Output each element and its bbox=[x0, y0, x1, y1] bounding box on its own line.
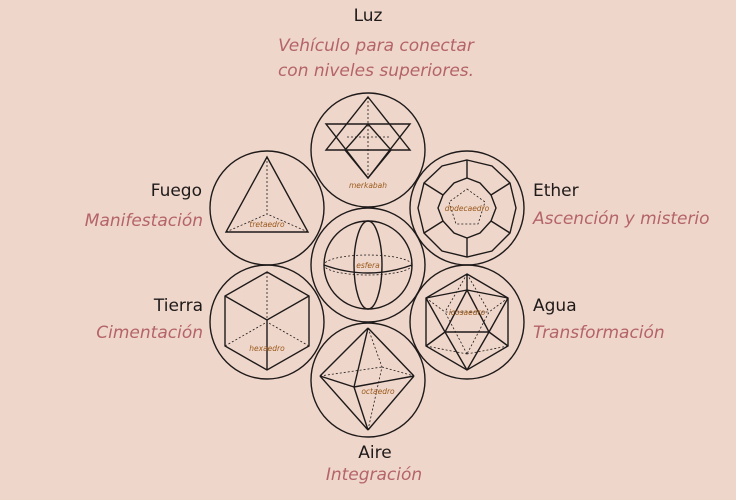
element-name-agua: Agua bbox=[533, 296, 577, 316]
dodecahedron-label: dodecaedro bbox=[445, 204, 490, 213]
tetrahedron-label: tretaedro bbox=[249, 220, 285, 229]
element-name-luz: Luz bbox=[353, 6, 383, 26]
hexahedron-label: hexaedro bbox=[249, 344, 285, 353]
sphere-circle bbox=[310, 207, 426, 323]
element-meaning-fuego: Manifestación bbox=[84, 211, 203, 231]
element-meaning-agua: Transformación bbox=[533, 323, 665, 343]
element-meaning-aire: Integración bbox=[325, 465, 423, 485]
merkabah-label: merkabah bbox=[349, 181, 387, 190]
element-name-aire: Aire bbox=[358, 443, 392, 463]
tetrahedron-circle bbox=[209, 150, 325, 266]
element-meaning-luz-line1: Vehículo para conectar bbox=[278, 36, 474, 56]
element-name-tierra: Tierra bbox=[153, 296, 203, 316]
element-meaning-ether: Ascención y misterio bbox=[533, 209, 710, 229]
element-meaning-tierra: Cimentación bbox=[96, 323, 203, 343]
octahedron-label: octaedro bbox=[361, 387, 395, 396]
element-name-fuego: Fuego bbox=[150, 181, 202, 201]
element-meaning-luz-line2: con niveles superiores. bbox=[277, 61, 475, 81]
sphere-label: esfera bbox=[356, 261, 380, 270]
icosahedron-label: icosaedro bbox=[449, 308, 486, 317]
merkabah-circle bbox=[310, 92, 426, 208]
hexahedron-circle bbox=[209, 264, 325, 380]
element-name-ether: Ether bbox=[533, 181, 579, 201]
icosahedron-circle bbox=[409, 264, 525, 380]
octahedron-circle bbox=[310, 322, 426, 438]
